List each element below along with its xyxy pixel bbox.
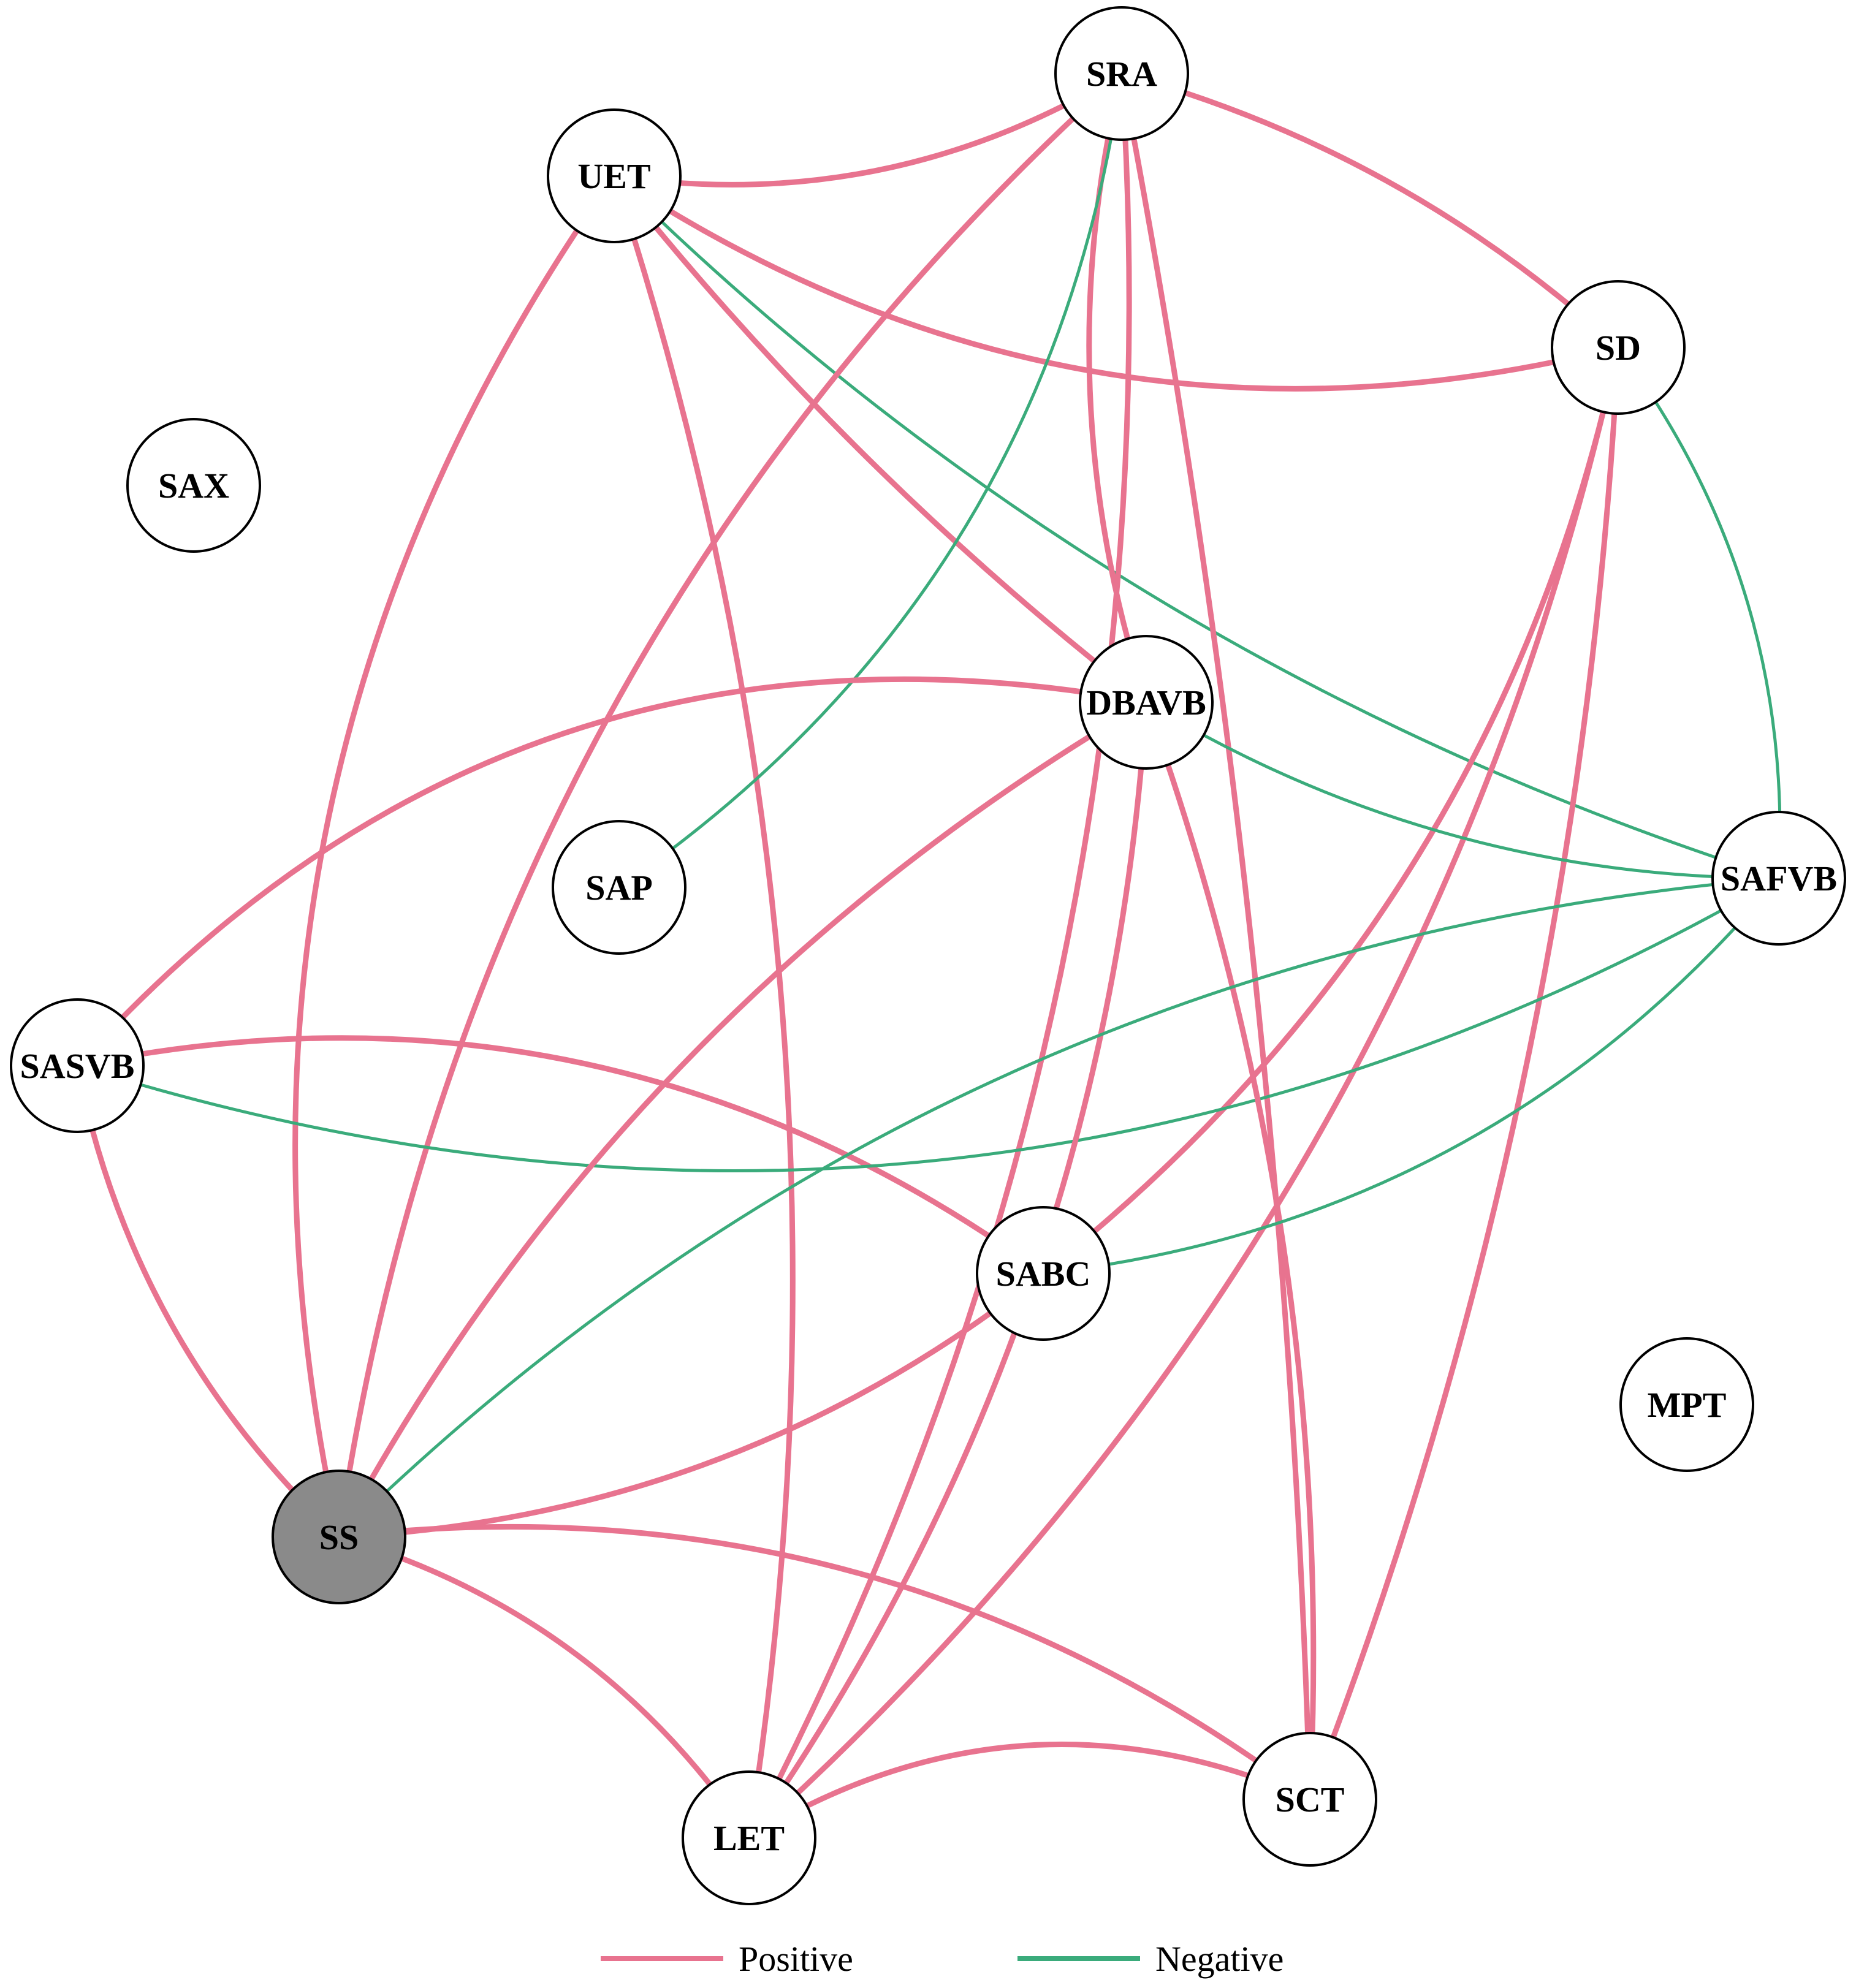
node-circle — [1711, 811, 1846, 946]
node-sax: SAX — [126, 418, 261, 553]
legend: Positive Negative — [601, 1939, 1284, 1979]
node-label: SABC — [996, 1254, 1091, 1294]
node-circle — [1079, 635, 1214, 770]
edge-sra-ss — [336, 70, 1125, 1540]
node-uet: UET — [547, 108, 682, 243]
node-circle — [547, 108, 682, 243]
edge-sasvb-dbavb — [74, 676, 1149, 1069]
edge-sra-let — [746, 70, 1132, 1841]
edge-safvb-sabc — [1041, 876, 1781, 1275]
node-safvb: SAFVB — [1711, 811, 1846, 946]
edge-uet-safvb — [612, 174, 1781, 880]
node-label: SCT — [1276, 1780, 1345, 1819]
node-sasvb: SASVB — [10, 998, 145, 1133]
edge-uet-sra — [611, 70, 1125, 188]
node-label: LET — [713, 1818, 785, 1858]
edge-sasvb-sabc — [74, 1035, 1046, 1277]
edge-layer — [74, 70, 1782, 1841]
edge-sd-let — [746, 344, 1621, 1841]
node-label: SAP — [585, 868, 653, 908]
edge-ss-let — [336, 1534, 752, 1841]
node-circle — [682, 1770, 816, 1905]
node-ss: SS — [272, 1470, 406, 1604]
node-label: SS — [319, 1517, 359, 1557]
node-circle — [1242, 1732, 1377, 1867]
node-sd: SD — [1551, 280, 1686, 415]
edge-let-sct — [746, 1741, 1313, 1841]
node-circle — [1054, 6, 1189, 141]
edge-sd-sabc — [1040, 344, 1621, 1277]
node-label: SAX — [158, 466, 229, 506]
edge-dbavb-safvb — [1144, 700, 1781, 880]
edge-sra-sd — [1119, 70, 1621, 351]
node-label: SASVB — [20, 1046, 135, 1086]
node-circle — [976, 1206, 1111, 1341]
edge-ss-sct — [336, 1523, 1313, 1802]
node-circle — [126, 418, 261, 553]
node-label: SD — [1595, 328, 1641, 368]
node-label: SAFVB — [1721, 859, 1837, 898]
legend-negative-label: Negative — [1155, 1939, 1284, 1979]
edge-sd-safvb — [1616, 346, 1782, 880]
edge-sasvb-safvb — [75, 876, 1781, 1172]
legend-positive-label: Positive — [739, 1939, 853, 1979]
node-sct: SCT — [1242, 1732, 1377, 1867]
edge-sasvb-ss — [74, 1063, 342, 1540]
edge-dbavb-sct — [1143, 699, 1317, 1802]
edge-sra-sap — [617, 72, 1124, 889]
edge-sra-dbavb — [1086, 70, 1149, 705]
node-circle — [552, 820, 686, 955]
edge-sra-sct — [1119, 70, 1313, 1802]
node-label: SRA — [1086, 54, 1157, 94]
node-dbavb: DBAVB — [1079, 635, 1214, 770]
edge-uet-let — [611, 173, 796, 1841]
edge-dbavb-ss — [336, 699, 1149, 1540]
node-layer: SRA UET SD SAX DBAVB SAP SAFVB SASVB SABC MPT SS LE… — [10, 6, 1846, 1905]
node-circle — [272, 1470, 406, 1604]
node-label: DBAVB — [1086, 683, 1206, 723]
edge-safvb-ss — [337, 876, 1781, 1539]
node-label: MPT — [1648, 1385, 1727, 1425]
node-sabc: SABC — [976, 1206, 1111, 1341]
node-circle — [10, 998, 145, 1133]
edge-uet-sd — [611, 173, 1621, 392]
node-sap: SAP — [552, 820, 686, 955]
node-circle — [1551, 280, 1686, 415]
node-circle — [1619, 1337, 1754, 1472]
node-let: LET — [682, 1770, 816, 1905]
node-label: UET — [577, 156, 650, 196]
edge-sd-sct — [1307, 344, 1621, 1802]
node-sra: SRA — [1054, 6, 1189, 141]
edge-uet-dbavb — [611, 173, 1149, 705]
node-mpt: MPT — [1619, 1337, 1754, 1472]
edge-uet-ss — [292, 173, 617, 1540]
